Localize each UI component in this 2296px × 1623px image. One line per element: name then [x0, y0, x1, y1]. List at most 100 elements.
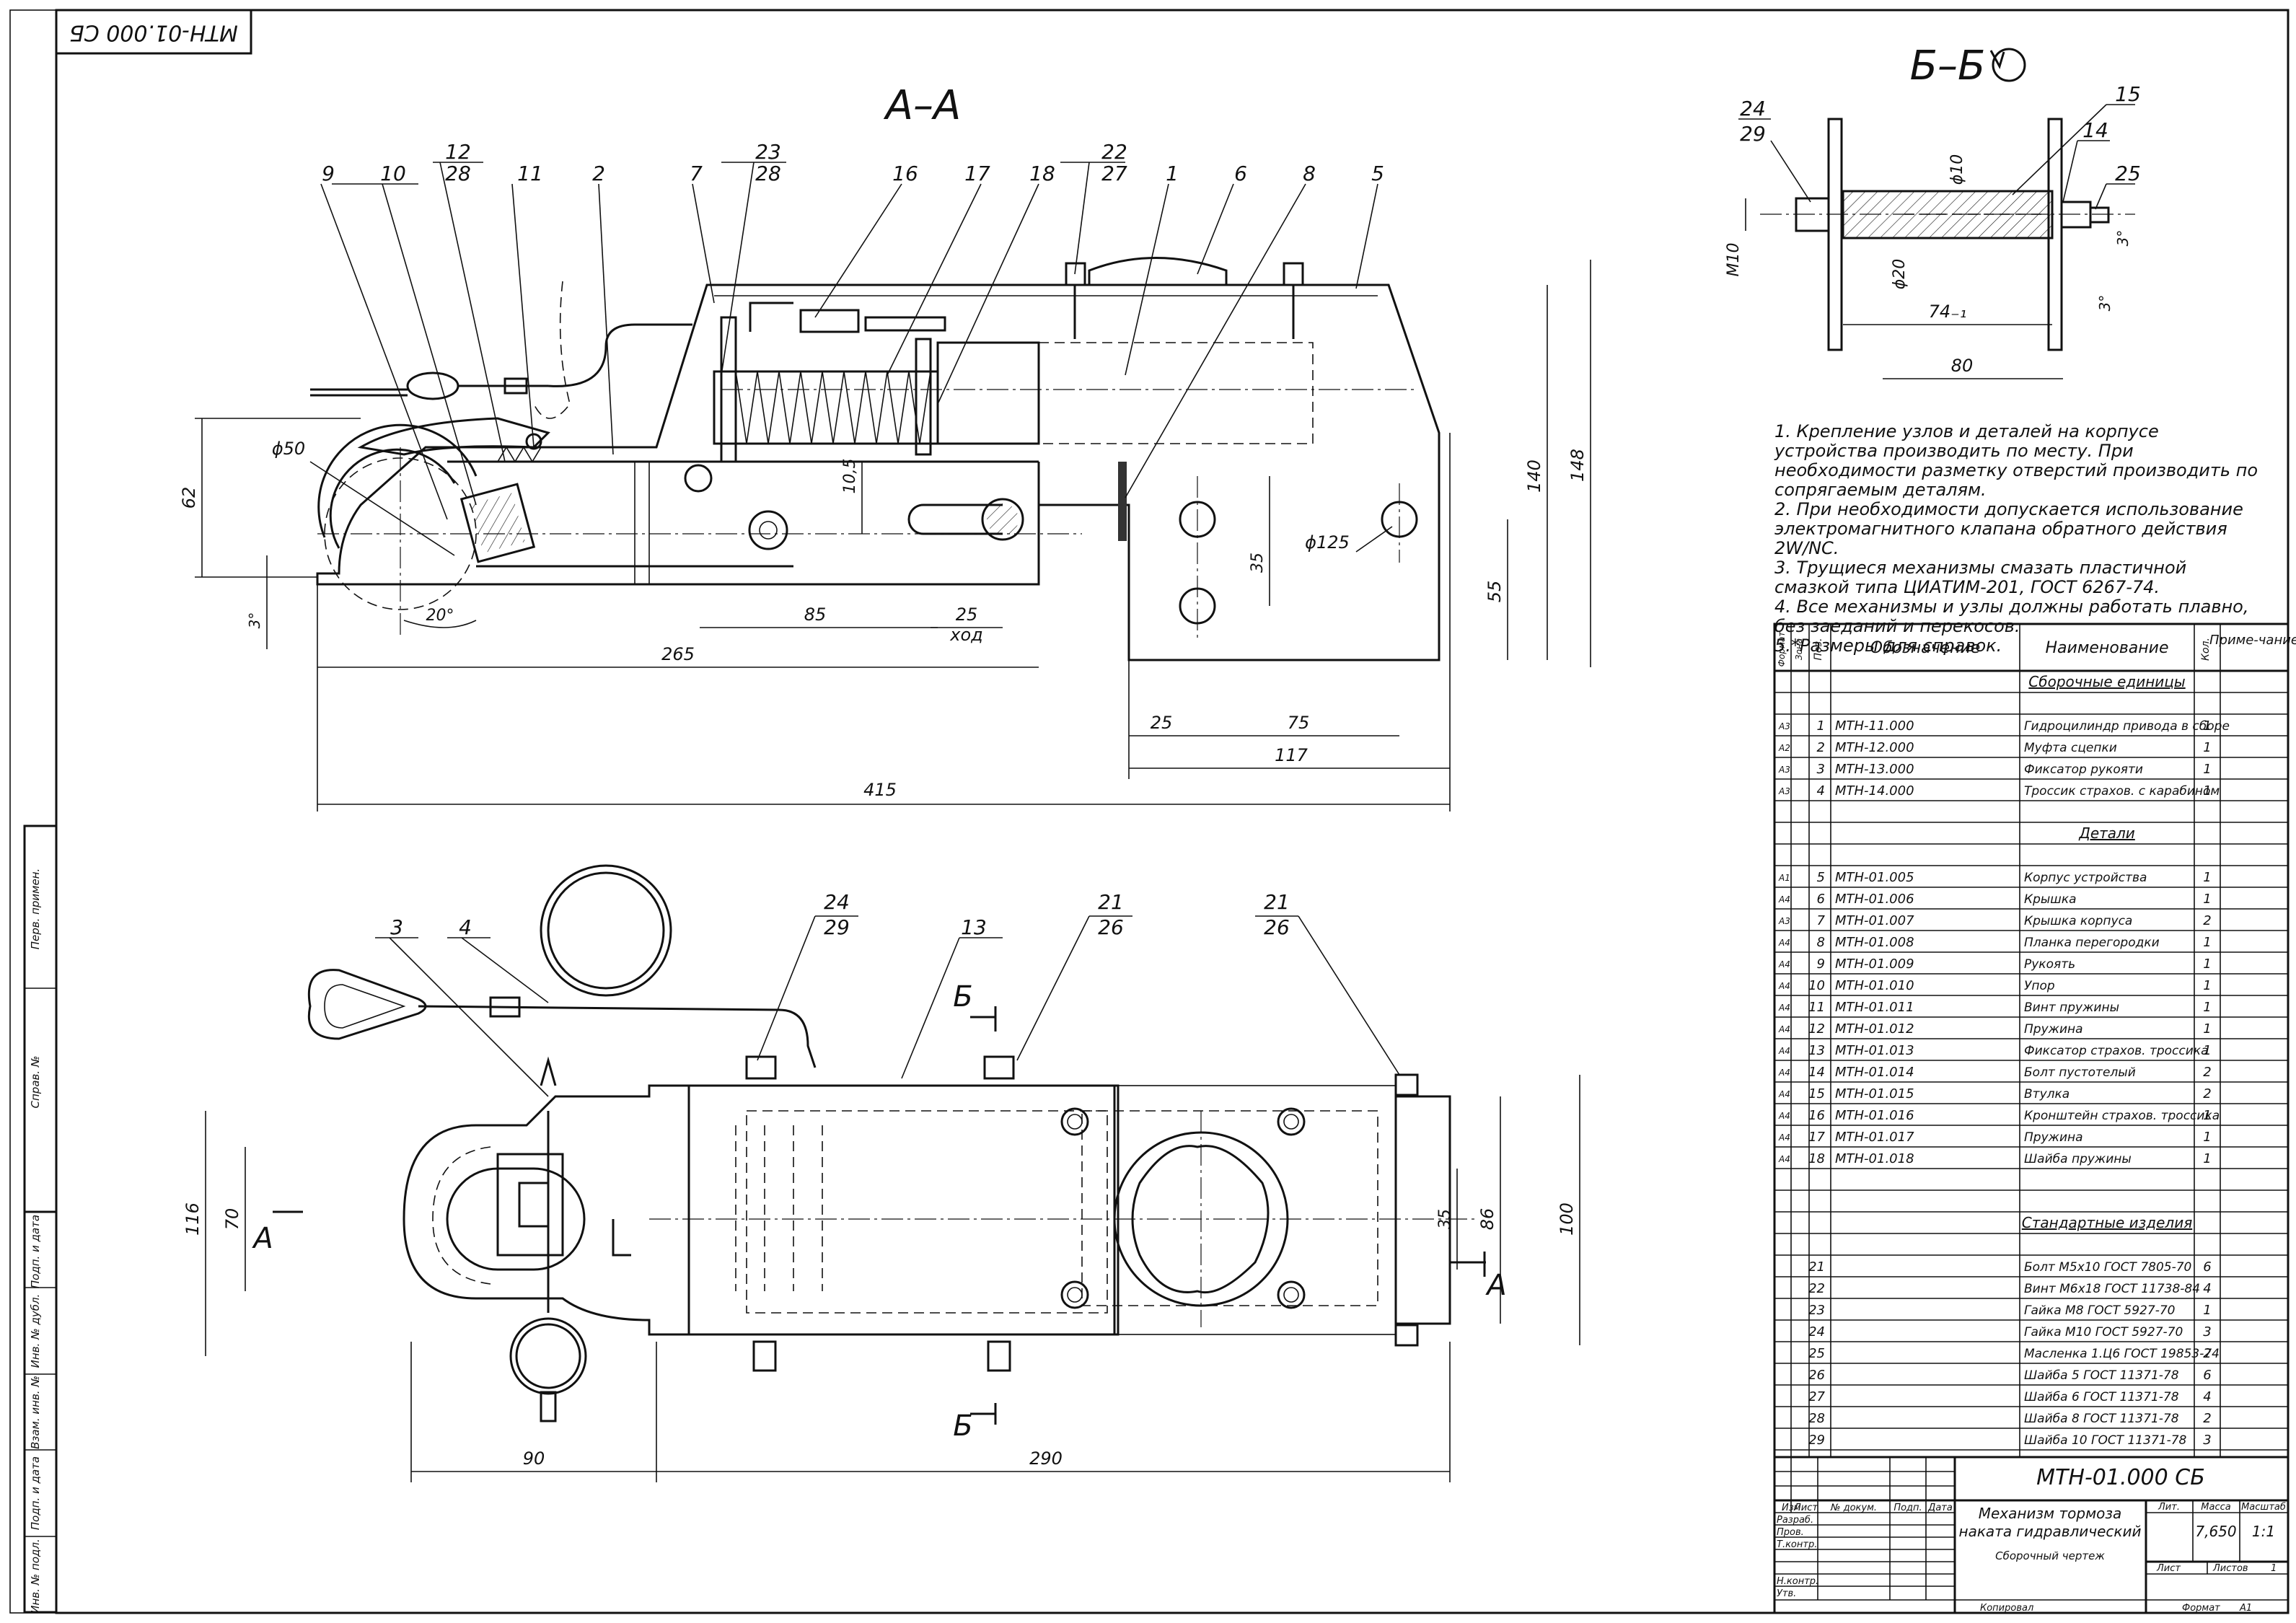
spec-part-row-designation: МТН-01.008: [1835, 935, 1914, 950]
callout-aa-6: 6: [1234, 162, 1247, 185]
spec-part-row-qty: 1: [2203, 1000, 2211, 1015]
section-bb-view: Б–Б М10 ϕ10 ϕ20 74₋₁ 80 3° 3° 24 29 15: [1725, 43, 2141, 379]
spec-part-row-qty: 1: [2203, 1021, 2211, 1037]
callout-plan-29: 29: [824, 915, 850, 939]
spec-header-name: Наименование: [2046, 639, 2169, 657]
spec-part-row-qty: 1: [2203, 870, 2211, 885]
callout-aa-10: 10: [380, 162, 406, 185]
spec-standard-row-name: Болт М5х10 ГОСТ 7805-70: [2024, 1260, 2191, 1275]
spec-standard-row-qty: 6: [2203, 1368, 2211, 1383]
spec-part-row-name: Болт пустотелый: [2024, 1065, 2136, 1080]
spec-part-row-format: А1: [1778, 873, 1790, 883]
spec-assembly-row-pos: 4: [1817, 783, 1825, 799]
spec-part-row-format: А4: [1778, 981, 1790, 991]
spec-part-row-format: А4: [1778, 1068, 1790, 1078]
tb-title-2: наката гидравлический: [1959, 1523, 2142, 1540]
tb-docnum: № докум.: [1830, 1503, 1877, 1513]
side-stamp-4: Инв. № дубл.: [29, 1294, 42, 1368]
spec-section-standard: Стандартные изделия: [2022, 1214, 2192, 1231]
callout-aa-2: 2: [592, 162, 605, 185]
spec-part-row-format: А4: [1778, 938, 1790, 948]
dim-85: 85: [804, 604, 827, 625]
spec-assembly-row-format: А2: [1778, 743, 1790, 753]
dim-d50: ϕ50: [272, 439, 305, 459]
note-3: 3. Трущиеся механизмы смазать пластичной…: [1774, 558, 2187, 597]
dim-90: 90: [523, 1448, 545, 1469]
callout-aa-1: 1: [1166, 162, 1179, 185]
cut-mark-b-top: Б: [953, 980, 972, 1013]
spec-standard-row-pos: 26: [1808, 1368, 1825, 1383]
spec-part-row-designation: МТН-01.018: [1835, 1151, 1914, 1166]
spec-part-row-designation: МТН-01.012: [1835, 1021, 1914, 1037]
spec-part-row-format: А4: [1778, 1024, 1790, 1034]
spec-part-row-qty: 1: [2203, 956, 2211, 972]
callout-plan-21b: 21: [1264, 890, 1290, 914]
spec-part-row-designation: МТН-01.011: [1835, 1000, 1914, 1015]
callout-aa-7: 7: [690, 162, 703, 185]
tb-date: Дата: [1927, 1503, 1953, 1513]
callout-aa-17: 17: [964, 162, 990, 185]
spec-standard-row-name: Шайба 5 ГОСТ 11371-78: [2024, 1368, 2179, 1383]
spec-standard-row-qty: 1: [2203, 1303, 2211, 1318]
callout-aa-5: 5: [1371, 162, 1384, 185]
dim-3deg-a: 3°: [2114, 230, 2132, 247]
spec-part-row-qty: 1: [2203, 935, 2211, 950]
callout-aa-11: 11: [517, 162, 543, 185]
spec-part-row-designation: МТН-01.006: [1835, 892, 1914, 907]
spec-part-row-name: Рукоять: [2024, 957, 2075, 972]
tb-sheet-label: Лист: [2156, 1563, 2181, 1574]
spec-part-row-format: А4: [1778, 1111, 1790, 1121]
spec-assembly-row-format: А3: [1778, 721, 1790, 731]
spec-assembly-row-format: А3: [1778, 786, 1790, 796]
spec-part-row-pos: 8: [1817, 935, 1825, 950]
side-stamp-6: Подп. и дата: [29, 1456, 42, 1530]
tb-doc-type: Сборочный чертеж: [1995, 1549, 2105, 1562]
spec-assembly-row-designation: МТН-13.000: [1835, 762, 1914, 777]
spec-assembly-row-name: Гидроцилиндр привода в сборе: [2024, 719, 2230, 734]
rotated-stamp-text: МТН-01.000 СБ: [69, 20, 238, 45]
dim-86: 86: [1477, 1208, 1497, 1231]
tb-scale-label: Масштаб: [2241, 1502, 2286, 1513]
dim-55: 55: [1485, 581, 1505, 603]
spec-part-row-format: А4: [1778, 1003, 1790, 1013]
spec-standard-row-name: Гайка М10 ГОСТ 5927-70: [2024, 1325, 2183, 1340]
tb-format: А1: [2239, 1603, 2252, 1614]
spec-part-row-format: А4: [1778, 959, 1790, 969]
inner-frame: [55, 9, 2290, 1614]
spec-section-assemblies: Сборочные единицы: [2028, 673, 2185, 690]
callout-aa-27: 27: [1101, 162, 1127, 185]
spec-part-row-qty: 2: [2203, 1065, 2211, 1080]
spec-standard-row-name: Шайба 6 ГОСТ 11371-78: [2024, 1390, 2179, 1404]
side-stamp-7: Инв. № подл.: [29, 1539, 42, 1613]
dim-75: 75: [1288, 713, 1310, 733]
section-aa-view: А–А: [179, 82, 1591, 812]
spec-standard-row-pos: 29: [1808, 1433, 1825, 1448]
spec-part-row-pos: 17: [1808, 1130, 1825, 1145]
spec-standard-row-pos: 27: [1808, 1389, 1825, 1404]
tb-mass: 7,650: [2195, 1523, 2236, 1540]
callout-plan-26a: 26: [1098, 915, 1124, 939]
outer-frame: [9, 9, 2289, 1614]
callouts-plan: [375, 915, 1400, 1097]
spec-standard-row-qty: 4: [2203, 1389, 2211, 1404]
spec-part-row-format: А3: [1778, 916, 1790, 926]
spec-assembly-row-qty: 1: [2203, 783, 2211, 799]
spec-part-row-pos: 6: [1817, 892, 1825, 907]
spec-part-row-qty: 1: [2203, 1130, 2211, 1145]
callout-bb-15: 15: [2115, 82, 2141, 106]
tb-role-2: Пров.: [1777, 1527, 1804, 1538]
spec-part-row-designation: МТН-01.010: [1835, 978, 1914, 993]
spec-part-row-qty: 2: [2203, 1086, 2211, 1101]
dim-415: 415: [863, 780, 897, 800]
tb-sheets: 1: [2271, 1563, 2277, 1574]
spec-standard-row-pos: 25: [1808, 1346, 1825, 1361]
spec-part-row-pos: 16: [1808, 1108, 1825, 1123]
side-stamp-3: Подп. и дата: [29, 1215, 42, 1288]
dim-25b: 25: [1151, 713, 1173, 733]
side-stamp-1: Перв. примен.: [29, 868, 42, 950]
callouts-aa: [320, 162, 1378, 520]
spec-part-row-name: Планка перегородки: [2024, 936, 2160, 950]
tb-list: Лист: [1793, 1503, 1818, 1513]
spec-section-parts: Детали: [2078, 824, 2135, 842]
